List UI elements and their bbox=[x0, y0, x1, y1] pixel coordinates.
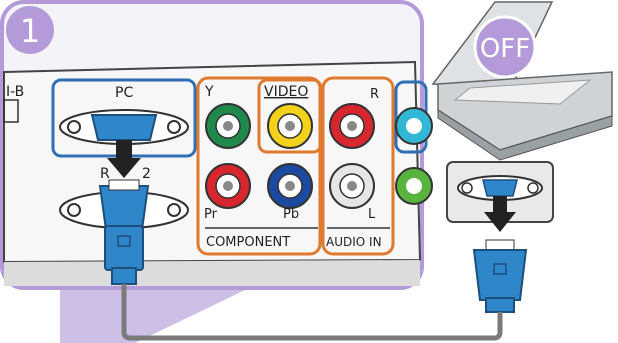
power-off-badge: OFF bbox=[473, 15, 537, 79]
zoom-wedge bbox=[60, 290, 245, 343]
jack-audio-r-red[interactable] bbox=[329, 103, 375, 149]
step-number: 1 bbox=[20, 12, 40, 50]
jack-audio-l-white[interactable] bbox=[329, 163, 375, 209]
pb-label: Pb bbox=[283, 207, 299, 222]
insert-arrow-left bbox=[107, 140, 141, 178]
jack-cyan-partial bbox=[395, 107, 433, 145]
audio-group bbox=[321, 76, 395, 256]
pr-label: Pr bbox=[204, 207, 218, 222]
jack-pb-blue[interactable] bbox=[267, 163, 313, 209]
vga-plug-left bbox=[98, 179, 150, 285]
rgb-label-left: R bbox=[100, 166, 110, 182]
jack-video-yellow[interactable] bbox=[267, 103, 313, 149]
panel-bottom-lip bbox=[4, 260, 420, 286]
edge-port-label: I-B bbox=[6, 84, 24, 100]
video-group bbox=[257, 78, 323, 154]
audio-l-label: L bbox=[368, 207, 376, 222]
pc-label: PC bbox=[115, 85, 133, 101]
vga-cable bbox=[121, 284, 503, 341]
pc-vga-port[interactable] bbox=[59, 109, 189, 145]
component-group bbox=[196, 76, 322, 256]
component-label: COMPONENT bbox=[206, 235, 290, 250]
jack-green-partial bbox=[395, 167, 433, 205]
audio-r-label: R bbox=[370, 87, 379, 102]
step-badge: 1 bbox=[6, 6, 54, 54]
y-label: Y bbox=[204, 84, 214, 100]
audio-in-label: AUDIO IN bbox=[326, 235, 382, 249]
jack-pr-red[interactable] bbox=[205, 163, 251, 209]
edge-port bbox=[3, 99, 19, 123]
insert-arrow-right bbox=[484, 196, 516, 232]
jack-y-green[interactable] bbox=[205, 103, 251, 149]
video-label: VIDEO bbox=[264, 84, 308, 100]
rgb-label-right: 2 bbox=[142, 166, 151, 182]
laptop-vga-port[interactable] bbox=[457, 175, 543, 201]
power-off-text: OFF bbox=[480, 34, 530, 64]
vga-plug-right bbox=[472, 239, 528, 313]
